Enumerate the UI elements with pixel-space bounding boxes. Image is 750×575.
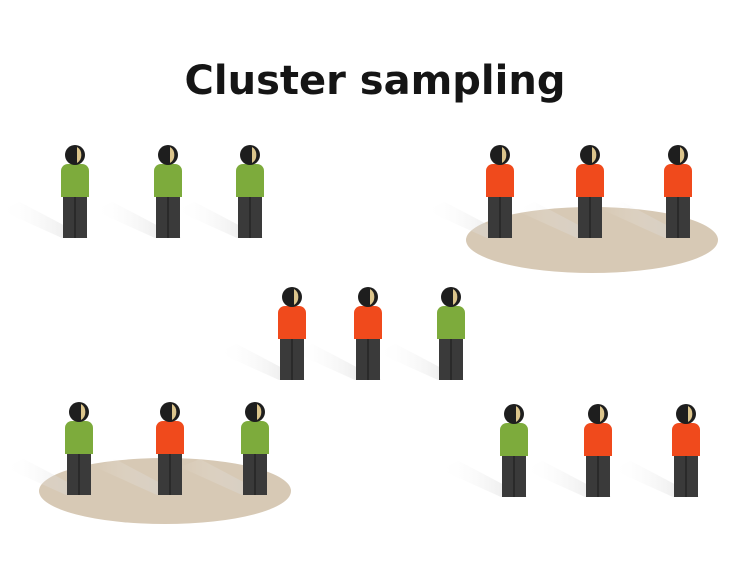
torso-base xyxy=(236,188,264,197)
leg-divider xyxy=(589,196,591,238)
person-red xyxy=(672,404,700,497)
torso-base xyxy=(61,188,89,197)
person-green xyxy=(241,402,269,495)
person-face xyxy=(172,404,177,420)
leg-divider xyxy=(249,196,251,238)
person-red xyxy=(278,287,306,380)
leg-divider xyxy=(74,196,76,238)
person-face xyxy=(252,147,257,163)
leg-divider xyxy=(167,196,169,238)
torso-base xyxy=(278,330,306,339)
person-head xyxy=(282,287,302,307)
person-face xyxy=(516,406,521,422)
torso-base xyxy=(576,188,604,197)
person-face xyxy=(370,289,375,305)
leg-divider xyxy=(677,196,679,238)
person-head xyxy=(580,145,600,165)
person-head xyxy=(676,404,696,424)
leg-divider xyxy=(291,338,293,380)
person-head xyxy=(490,145,510,165)
leg-divider xyxy=(450,338,452,380)
person-head xyxy=(668,145,688,165)
person-head xyxy=(358,287,378,307)
person-red xyxy=(156,402,184,495)
torso-base xyxy=(156,445,184,454)
person-green xyxy=(154,145,182,238)
person-face xyxy=(592,147,597,163)
person-green xyxy=(61,145,89,238)
leg-divider xyxy=(169,453,171,495)
person-head xyxy=(240,145,260,165)
person-head xyxy=(245,402,265,422)
person-red xyxy=(584,404,612,497)
torso-base xyxy=(664,188,692,197)
person-red xyxy=(576,145,604,238)
person-face xyxy=(81,404,86,420)
person-head xyxy=(65,145,85,165)
leg-divider xyxy=(513,455,515,497)
person-green xyxy=(236,145,264,238)
cluster-bottom-left xyxy=(4,402,291,524)
person-red xyxy=(354,287,382,380)
torso-base xyxy=(486,188,514,197)
torso-base xyxy=(437,330,465,339)
person-green xyxy=(65,402,93,495)
person-head xyxy=(441,287,461,307)
person-face xyxy=(680,147,685,163)
person-face xyxy=(294,289,299,305)
person-face xyxy=(170,147,175,163)
person-head xyxy=(504,404,524,424)
person-red xyxy=(664,145,692,238)
diagram-title: Cluster sampling xyxy=(184,58,566,104)
cluster-top-left xyxy=(0,145,264,238)
person-face xyxy=(77,147,82,163)
person-red xyxy=(486,145,514,238)
person-face xyxy=(257,404,262,420)
person-face xyxy=(688,406,693,422)
torso-base xyxy=(241,445,269,454)
leg-divider xyxy=(254,453,256,495)
torso-base xyxy=(584,447,612,456)
person-head xyxy=(69,402,89,422)
torso-base xyxy=(354,330,382,339)
person-head xyxy=(160,402,180,422)
torso-base xyxy=(672,447,700,456)
torso-base xyxy=(154,188,182,197)
cluster-bottom-right xyxy=(439,404,700,497)
person-green xyxy=(437,287,465,380)
person-face xyxy=(453,289,458,305)
torso-base xyxy=(65,445,93,454)
leg-divider xyxy=(78,453,80,495)
leg-divider xyxy=(367,338,369,380)
leg-divider xyxy=(499,196,501,238)
person-head xyxy=(158,145,178,165)
cluster-top-right xyxy=(425,145,718,273)
leg-divider xyxy=(597,455,599,497)
cluster-middle xyxy=(217,287,465,380)
person-face xyxy=(600,406,605,422)
person-green xyxy=(500,404,528,497)
torso-base xyxy=(500,447,528,456)
person-head xyxy=(588,404,608,424)
person-face xyxy=(502,147,507,163)
leg-divider xyxy=(685,455,687,497)
